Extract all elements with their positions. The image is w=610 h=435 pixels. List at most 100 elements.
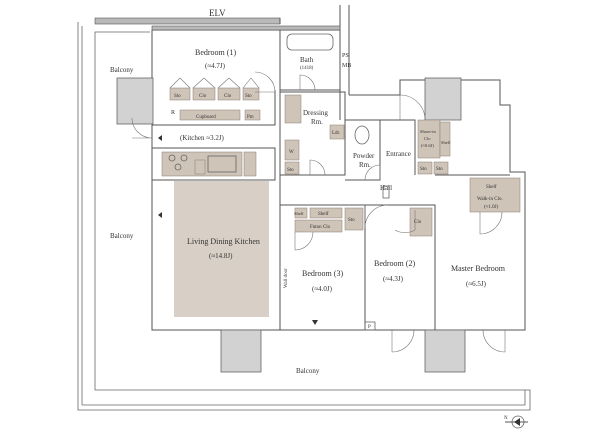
shelf-e-label: Shelf bbox=[441, 140, 451, 145]
kitchen-wall bbox=[152, 147, 276, 181]
sto-e-label: Sto bbox=[420, 167, 427, 172]
washer bbox=[284, 139, 300, 161]
entrance-sto-e bbox=[417, 161, 433, 175]
bedroom3-shelf-b bbox=[309, 207, 343, 219]
sto-3-label: Sto bbox=[348, 218, 355, 223]
master-label: Master Bedroom bbox=[451, 264, 506, 273]
shoes-clo-label-1: Shoes-in bbox=[420, 129, 437, 134]
master-door bbox=[479, 211, 503, 235]
clo-2-label: Clo bbox=[414, 220, 422, 225]
arrow-marker bbox=[158, 212, 162, 218]
storage-clo-b bbox=[217, 87, 241, 101]
dressing-label-2: Rm. bbox=[311, 118, 323, 126]
dressing-walls bbox=[280, 91, 346, 176]
powder-label-1: Powder bbox=[353, 152, 375, 160]
cupboard-label: Cupboard bbox=[196, 115, 216, 120]
bath-door bbox=[299, 74, 316, 91]
stove-burner bbox=[174, 163, 182, 171]
ldk-size: (≈14.8J) bbox=[209, 252, 233, 260]
dressing-sto bbox=[284, 161, 300, 175]
toilet bbox=[354, 125, 370, 145]
sto-g-label: Sto bbox=[287, 168, 294, 173]
powder-walls bbox=[345, 119, 381, 181]
balcony-door-bedroom2 bbox=[391, 329, 415, 353]
shoes-clo-label-2: Clo bbox=[424, 136, 431, 141]
pantry bbox=[244, 109, 261, 121]
bath-size: (1418) bbox=[300, 66, 314, 71]
bedroom3-label: Bedroom (3) bbox=[302, 269, 343, 278]
hall-label: Hall bbox=[380, 184, 392, 192]
closet-doors bbox=[169, 77, 260, 89]
walkin-label-1: Walk-in Clo. bbox=[477, 197, 503, 202]
bedroom1-wall bbox=[152, 90, 276, 126]
kitchen-sink bbox=[207, 155, 237, 173]
dressing-label-1: Dressing bbox=[303, 109, 328, 117]
fridge bbox=[243, 151, 257, 177]
entrance-sto-f bbox=[433, 161, 449, 175]
bath-walls bbox=[279, 30, 341, 91]
cupboard bbox=[179, 109, 241, 121]
master-size: (≈6.5J) bbox=[466, 280, 487, 288]
stove-burner bbox=[168, 154, 176, 162]
bedroom3-shelf bbox=[294, 207, 308, 219]
storage-sto-a bbox=[169, 87, 191, 101]
walk-in-closet bbox=[469, 177, 521, 213]
unit-exterior-wall bbox=[151, 30, 526, 331]
storage-clo-a bbox=[192, 87, 216, 101]
shelf-3b-label: Shelf bbox=[318, 212, 329, 217]
ldk-label: Living Dining Kitchen bbox=[187, 237, 260, 246]
ldr-label: Ldr. bbox=[332, 131, 340, 136]
stove-burner bbox=[180, 154, 188, 162]
bedroom1-label: Bedroom (1) bbox=[195, 48, 236, 57]
mb-label: MB bbox=[342, 63, 351, 69]
bathtub bbox=[286, 33, 334, 51]
powder-door bbox=[364, 164, 381, 181]
bedroom2-label: Bedroom (2) bbox=[374, 259, 415, 268]
r-label: R bbox=[171, 110, 175, 116]
futon-closet bbox=[294, 219, 343, 233]
balcony-door-kitchen bbox=[131, 117, 153, 139]
powder-label-2: Rm. bbox=[359, 161, 371, 169]
column-upper-left bbox=[116, 77, 154, 125]
bedroom2-size: (≈4.3J) bbox=[383, 275, 404, 283]
ps-label: PS bbox=[342, 53, 349, 59]
bedroom3-sto bbox=[344, 207, 364, 231]
sto-a-label: Sto bbox=[174, 94, 181, 99]
entrance-door bbox=[399, 94, 426, 121]
storage-sto-b bbox=[242, 87, 260, 101]
column-lower-left bbox=[220, 329, 262, 373]
elevator-wall bbox=[94, 17, 281, 25]
bedroom3-door bbox=[294, 231, 314, 251]
north-arrow-head bbox=[514, 418, 520, 426]
dressing-door bbox=[309, 159, 326, 176]
balcony-left-label: Balcony bbox=[110, 66, 134, 74]
kitchen-side bbox=[194, 159, 206, 175]
entrance-label: Entrance bbox=[386, 150, 411, 158]
balcony-mid-label: Balcony bbox=[110, 232, 134, 240]
futon-label: Futon Clo bbox=[310, 225, 331, 230]
pm-label: Pm bbox=[247, 115, 254, 120]
balcony-door-master bbox=[482, 329, 506, 353]
north-label: N bbox=[504, 416, 508, 421]
kitchen-label: (Kitchen ≈3.2J) bbox=[180, 134, 225, 142]
hall-door bbox=[394, 210, 416, 233]
balcony-door-bedroom1 bbox=[254, 71, 276, 93]
bedroom1-size: (≈4.7J) bbox=[205, 62, 226, 70]
column-upper-right bbox=[424, 77, 462, 121]
column-lower-right bbox=[424, 329, 466, 373]
arrow-marker bbox=[158, 135, 162, 141]
bedroom2-door bbox=[364, 204, 389, 229]
clo-a-label: Clo bbox=[199, 94, 207, 99]
balcony-outline bbox=[77, 22, 531, 411]
balcony-bottom-label: Balcony bbox=[296, 367, 320, 375]
bath-label: Bath bbox=[300, 56, 314, 64]
shelf-m-label: Shelf bbox=[486, 185, 497, 190]
top-wall-band bbox=[151, 25, 341, 31]
shelf-3-label: Shelf bbox=[294, 211, 304, 216]
walkin-label-2: (≈1.0J) bbox=[484, 205, 499, 210]
shoes-clo-label-3: (≈0.6J) bbox=[421, 143, 434, 148]
entrance-shelf bbox=[439, 121, 451, 157]
wall-door-label: Wall door bbox=[284, 268, 289, 288]
sto-b-label: Sto bbox=[245, 94, 252, 99]
